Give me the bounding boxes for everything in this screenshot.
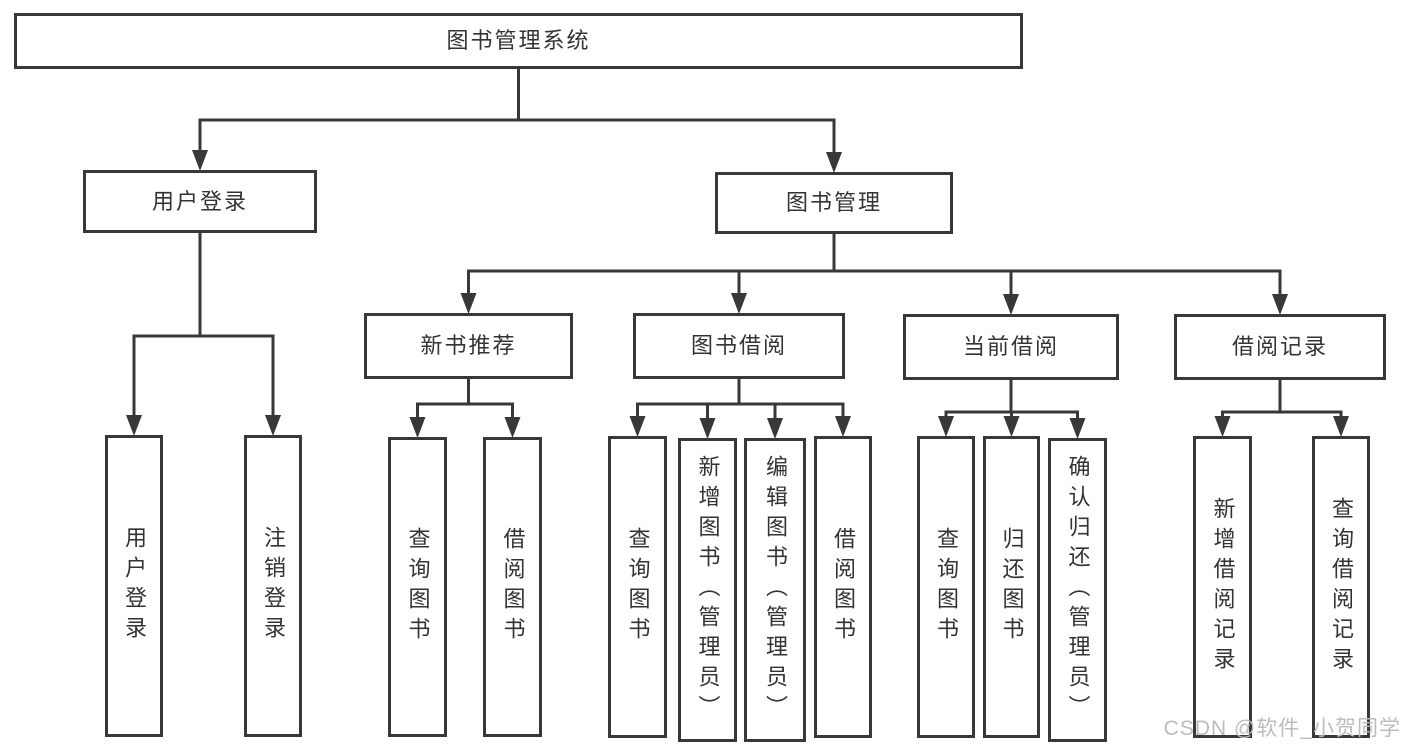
arrowhead-icon: [1003, 294, 1019, 315]
node-label: 查询图书: [934, 527, 959, 647]
arrowhead-icon: [265, 415, 281, 436]
node-borrow-query-book: 查询图书: [608, 436, 667, 738]
arrowhead-icon: [699, 418, 716, 439]
arrowhead-icon: [938, 416, 954, 437]
arrowhead-icon: [629, 416, 646, 437]
node-logout-user: 注销登录: [244, 435, 302, 737]
arrowhead-icon: [192, 150, 208, 171]
node-root: 图书管理系统: [14, 13, 1023, 69]
node-label: 借阅记录: [1231, 334, 1328, 359]
node-label: 查询图书: [405, 527, 431, 647]
node-label: 新增图书（管理员）: [695, 455, 721, 725]
arrowhead-icon: [835, 416, 851, 437]
arrowhead-icon: [1069, 418, 1086, 439]
node-label: 查询借阅记录: [1329, 497, 1354, 677]
arrowhead-icon: [1003, 416, 1020, 437]
node-new-book-rec: 新书推荐: [364, 313, 573, 379]
arrowhead-icon: [731, 293, 747, 314]
arrowhead-icon: [1333, 416, 1349, 437]
node-label: 用户登录: [151, 188, 248, 214]
arrowhead-icon: [767, 418, 783, 439]
node-rec-borrow-book: 借阅图书: [483, 437, 542, 737]
node-label: 当前借阅: [962, 334, 1059, 359]
node-label: 注销登录: [261, 526, 286, 646]
node-label: 查询图书: [625, 527, 651, 647]
node-rec2-add-record: 新增借阅记录: [1193, 436, 1252, 738]
arrowhead-icon: [1214, 416, 1231, 437]
node-current-borrow: 当前借阅: [903, 314, 1119, 380]
node-borrow-edit-book: 编辑图书（管理员）: [744, 438, 806, 742]
node-borrow-add-book: 新增图书（管理员）: [678, 438, 737, 742]
arrowhead-icon: [504, 417, 521, 438]
node-label: 借阅图书: [500, 527, 526, 647]
node-user-login: 用户登录: [83, 170, 317, 233]
node-rec2-query-record: 查询借阅记录: [1312, 436, 1370, 738]
node-label: 新增借阅记录: [1210, 497, 1236, 677]
node-label: 归还图书: [999, 527, 1025, 647]
node-label: 新书推荐: [420, 333, 517, 358]
node-label: 确认归还（管理员）: [1065, 455, 1091, 725]
node-label: 图书借阅: [690, 333, 787, 358]
arrowhead-icon: [126, 415, 142, 436]
node-label: 图书管理: [785, 190, 882, 215]
arrowhead-icon: [1272, 294, 1288, 315]
node-borrow-borrow-book: 借阅图书: [814, 436, 872, 738]
node-cur-confirm-return: 确认归还（管理员）: [1048, 438, 1107, 742]
watermark: CSDN @软件_小贺同学: [1163, 717, 1401, 740]
node-label: 借阅图书: [831, 527, 856, 647]
arrowhead-icon: [460, 293, 477, 314]
arrowhead-icon: [826, 152, 842, 173]
node-cur-query-book: 查询图书: [917, 436, 975, 738]
node-borrow-record: 借阅记录: [1174, 314, 1386, 380]
node-label: 用户登录: [122, 526, 147, 646]
node-rec-query-book: 查询图书: [388, 437, 447, 737]
node-label: 图书管理系统: [446, 28, 591, 53]
node-cur-return-book: 归还图书: [983, 436, 1040, 738]
node-book-mgmt: 图书管理: [715, 172, 953, 234]
node-login-user: 用户登录: [105, 435, 163, 737]
node-book-borrow: 图书借阅: [633, 313, 845, 379]
node-label: 编辑图书（管理员）: [763, 455, 788, 725]
arrowhead-icon: [409, 417, 426, 438]
